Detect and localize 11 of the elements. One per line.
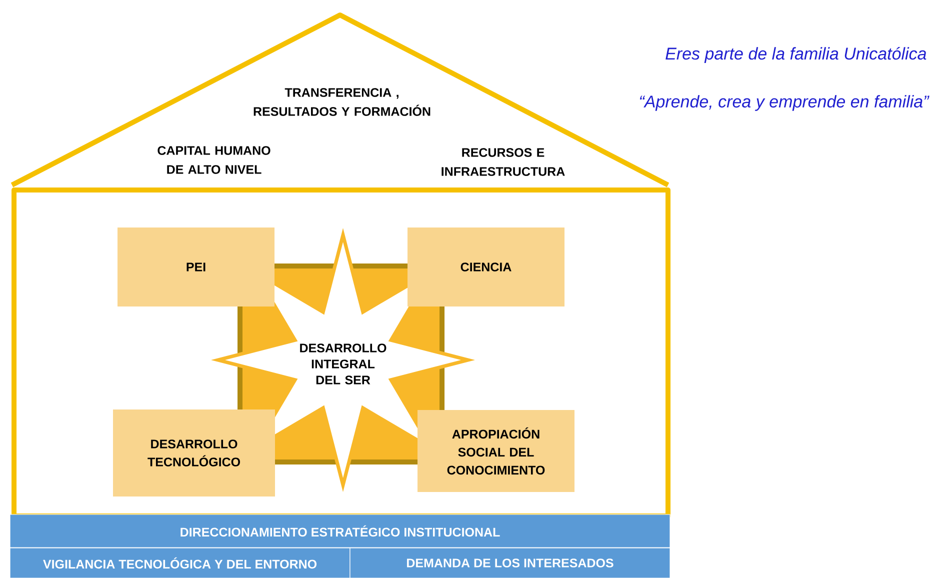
topic-box: APROPIACIÓN SOCIAL DEL CONOCIMIENTO (418, 410, 574, 492)
slogan-text: “Aprende, crea y emprende en familia” (640, 95, 930, 111)
roof-label: RECURSOS E INFRAESTRUCTURA (442, 148, 565, 176)
foundation-bar: DEMANDA DE LOS INTERESADOS (350, 548, 670, 578)
topic-box: PEI (118, 228, 274, 306)
roof-label: CAPITAL HUMANO DE ALTO NIVEL (158, 146, 270, 174)
foundation-bar: VIGILANCIA TECNOLÓGICA Y DEL ENTORNO (10, 548, 350, 578)
topic-box: DESARROLLO TECNOLÓGICO (113, 410, 275, 496)
slogan-text: Eres parte de la familia Unicatólica (666, 46, 926, 64)
topic-box: CIENCIA (408, 228, 564, 306)
roof-label: TRANSFERENCIA , RESULTADOS Y FORMACIÓN (254, 88, 430, 116)
